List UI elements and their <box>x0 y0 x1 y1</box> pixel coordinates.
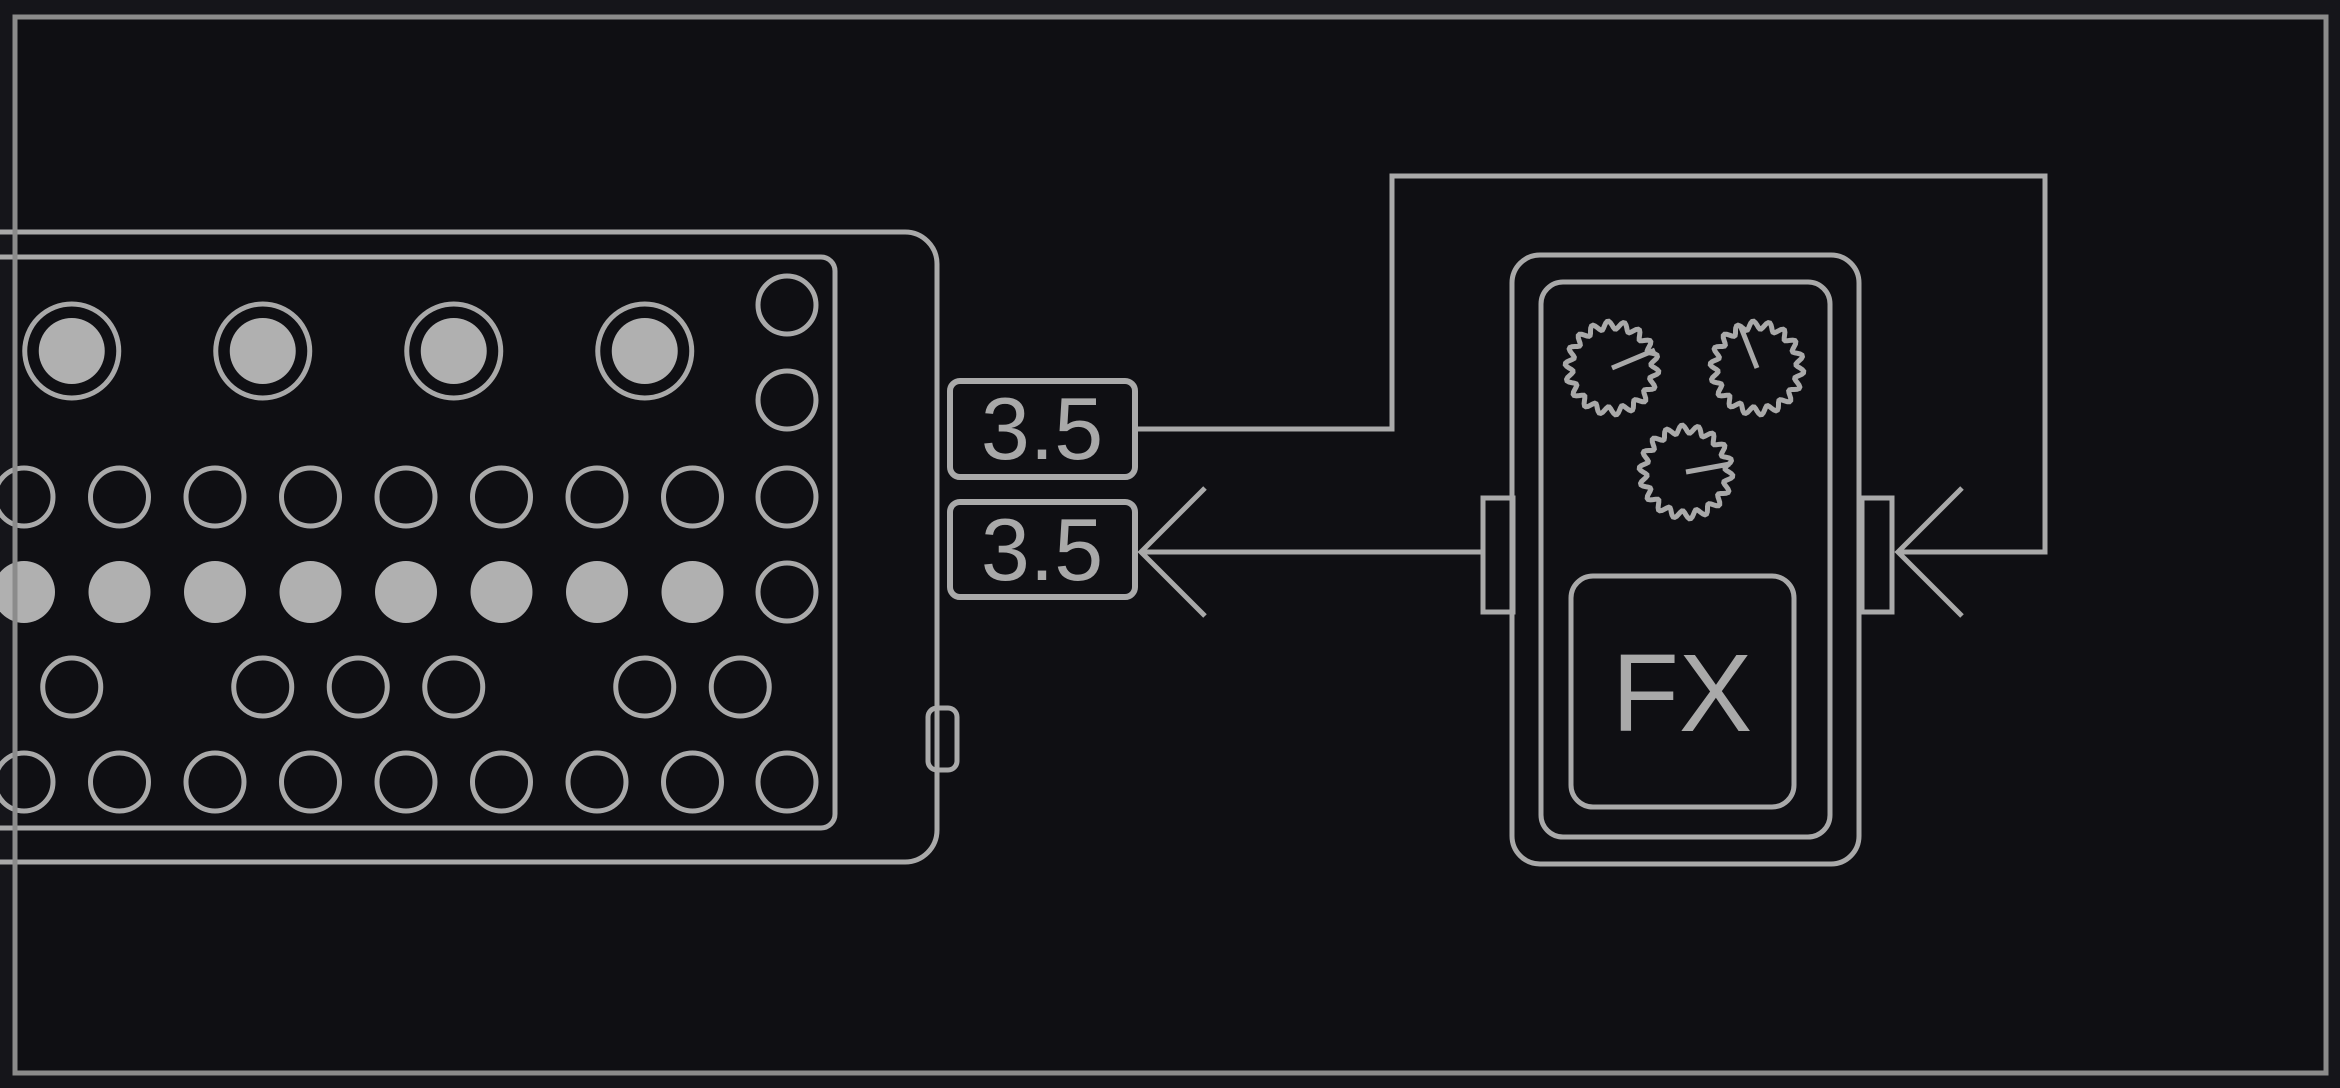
device-knob-icon <box>404 301 504 401</box>
device-side-button <box>925 705 960 773</box>
pad-button <box>565 750 629 814</box>
pad-button <box>40 655 104 719</box>
pedal-knob-3-icon <box>1636 422 1736 522</box>
pad-led <box>184 561 246 623</box>
device-panel <box>0 254 838 831</box>
pad-button <box>231 655 295 719</box>
pad-button <box>613 655 677 719</box>
pad-led <box>375 561 437 623</box>
pad-button <box>661 465 724 529</box>
device-knob-icon <box>213 301 313 401</box>
synth-device <box>0 229 960 865</box>
pedal-in-jack <box>1859 495 1895 615</box>
pedal-in-arrowhead-icon <box>1894 486 1964 618</box>
pad-button <box>0 465 56 529</box>
synth-out-label-group: 3.5 <box>947 378 1138 480</box>
pedal-knob-1-icon <box>1562 318 1662 418</box>
device-knob-icon <box>595 301 695 401</box>
pad-button <box>470 465 533 529</box>
pad-led <box>470 561 533 623</box>
pad-button <box>279 750 342 814</box>
device-knob-cap <box>38 318 105 384</box>
device-knob-cap <box>420 318 487 384</box>
pad-button <box>755 750 819 814</box>
pad-button <box>183 465 247 529</box>
pad-button <box>374 465 438 529</box>
pedal-body <box>1509 252 1862 867</box>
pad-button <box>565 465 629 529</box>
synth-in-label-box <box>947 499 1138 600</box>
out-cable <box>1135 173 2048 555</box>
pad-button <box>755 560 819 624</box>
synth-in-label: 3.5 <box>981 500 1103 599</box>
pad-led <box>88 561 151 623</box>
diagram-frame <box>12 14 2329 1076</box>
fx-pedal: FX <box>1480 252 1895 867</box>
pad-button <box>88 465 151 529</box>
pad-button <box>279 465 342 529</box>
pad-button <box>183 750 247 814</box>
device-knob-icon <box>22 301 122 401</box>
pad-led <box>279 561 342 623</box>
pedal-knob-3-pointer <box>1685 461 1731 475</box>
fx-label-box <box>1568 573 1797 810</box>
synth-out-label: 3.5 <box>981 379 1103 478</box>
pedal-knob-2-icon <box>1707 318 1807 418</box>
pad-button <box>326 655 390 719</box>
pad-button <box>470 750 533 814</box>
pad-led <box>661 561 724 623</box>
pad-led <box>566 561 628 623</box>
pad-button <box>374 750 438 814</box>
synth-in-label-group: 3.5 <box>947 499 1138 600</box>
pedal-knob-1-pointer <box>1611 347 1656 371</box>
device-knob-cap <box>611 318 678 384</box>
pad-button <box>422 655 486 719</box>
device-body <box>0 229 940 865</box>
synth-in-arrowhead-icon <box>1137 486 1207 618</box>
pad-button <box>708 655 772 719</box>
pad-button <box>755 368 819 432</box>
fx-label: FX <box>1612 632 1753 755</box>
pedal-panel <box>1538 279 1833 840</box>
pedal-knob-2-pointer <box>1737 324 1760 369</box>
device-controls <box>0 273 819 814</box>
diagram-background <box>15 17 2326 1073</box>
pad-button <box>661 750 724 814</box>
pad-button <box>88 750 151 814</box>
pad-button <box>755 465 819 529</box>
pad-button <box>755 273 819 337</box>
device-knob-cap <box>229 318 296 384</box>
pad-button <box>0 750 56 814</box>
